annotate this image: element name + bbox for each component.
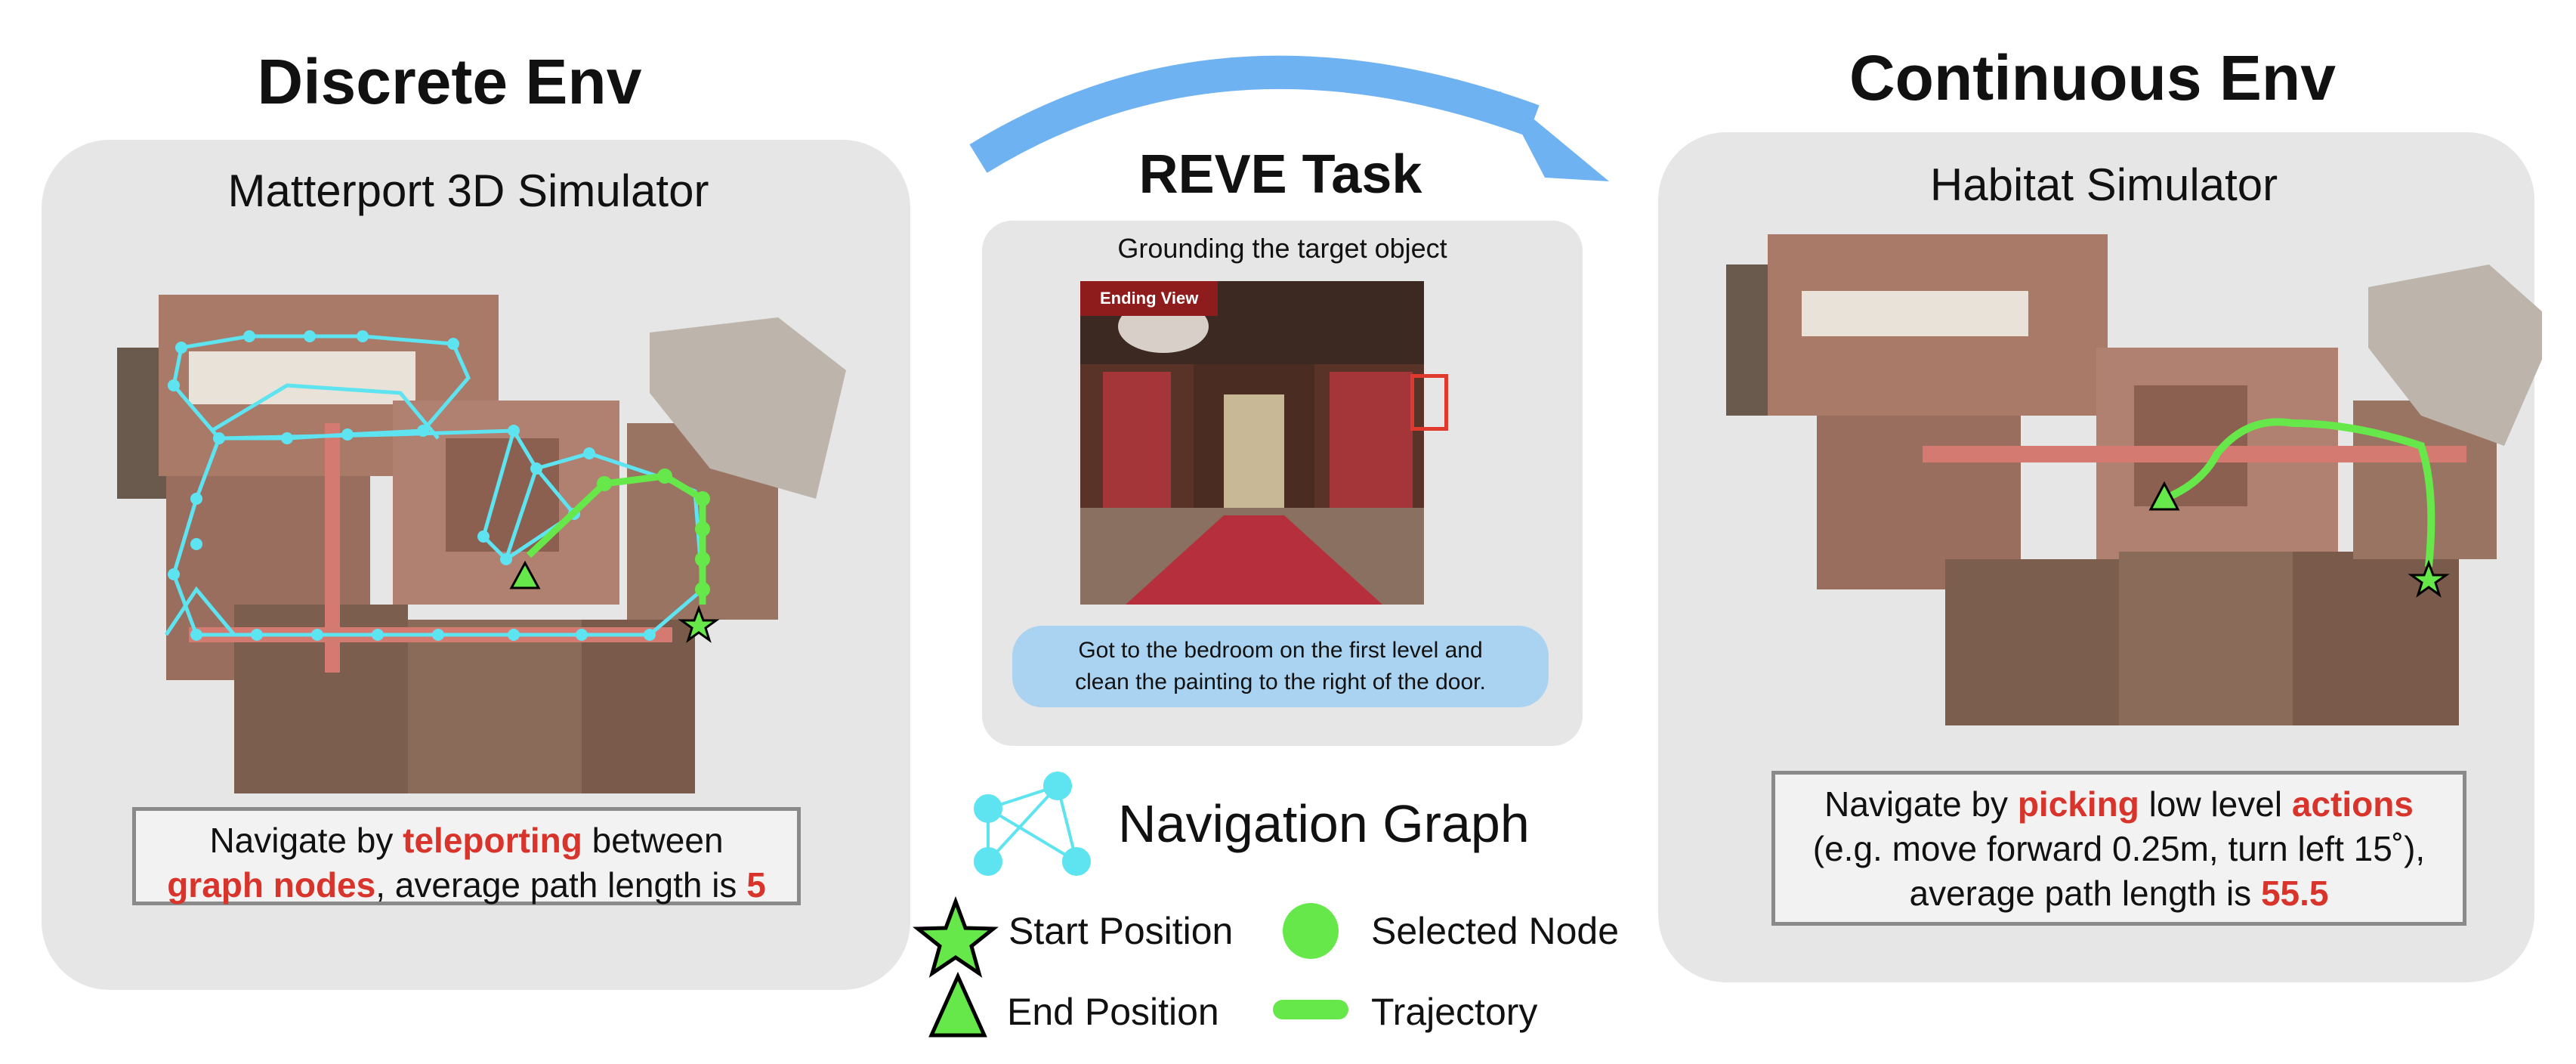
continuous-simulator-label: Habitat Simulator [1929,159,2278,210]
selected-nodes [597,469,710,597]
navigation-graph-nodes [168,330,656,641]
caption-text: between [582,821,724,860]
legend-selected-node: Selected Node [1371,910,1620,952]
caption-highlight: teleporting [403,821,582,860]
legend-navigation-graph: Navigation Graph [1118,794,1530,853]
caption-highlight: graph nodes [167,865,376,905]
matterport-floorplan [117,295,846,793]
ending-view-image: Ending View [1080,281,1424,605]
discrete-simulator-label: Matterport 3D Simulator [227,165,709,216]
instruction-line-1: Got to the bedroom on the first level an… [1078,638,1483,663]
caption-text: Navigate by [209,821,403,860]
ending-view-badge: Ending View [1080,281,1219,316]
floorplan-rooms [117,295,846,793]
scene-illustration [1080,281,1424,605]
caption-text: Navigate by [1824,784,2018,824]
caption-highlight: 55.5 [2260,873,2329,913]
discrete-title: Discrete Env [257,46,642,117]
instruction-line-2: clean the painting to the right of the d… [1075,670,1486,694]
continuous-trajectory [2163,418,2435,568]
legend-trajectory: Trajectory [1371,991,1538,1033]
start-position-marker [678,605,720,643]
navigation-graph-icon [974,772,1091,876]
selected-node-icon [1283,903,1339,959]
star-icon [913,895,999,978]
end-position-marker [2148,481,2180,511]
continuous-caption: Navigate by picking low level actions (e… [1771,771,2466,926]
legend-end-position: End Position [1007,991,1219,1033]
trajectory-icon [1273,1000,1348,1019]
legend-start-position: Start Position [1008,910,1234,952]
start-position-marker [2408,559,2450,598]
habitat-floorplan [1726,234,2542,725]
triangle-icon [928,971,987,1038]
caption-text: low level [2139,784,2292,824]
continuous-title: Continuous Env [1849,42,2336,113]
instruction-bubble: Got to the bedroom on the first level an… [1012,626,1549,707]
caption-text: (e.g. move forward 0.25m, turn left 15˚)… [1812,828,2426,868]
end-position-marker [509,560,541,589]
caption-text: , average path length is [375,865,747,905]
grounding-label: Grounding the target object [1117,233,1447,264]
target-painting-highlight [1410,374,1448,431]
caption-highlight: 5 [746,865,766,905]
caption-text: average path length is [1909,873,2261,913]
caption-highlight: actions [2291,784,2414,824]
caption-highlight: picking [2017,784,2139,824]
discrete-caption: Navigate by teleporting between graph no… [132,807,801,905]
reve-task-title: REVE Task [1138,144,1422,205]
floorplan-rooms [1726,234,2542,725]
